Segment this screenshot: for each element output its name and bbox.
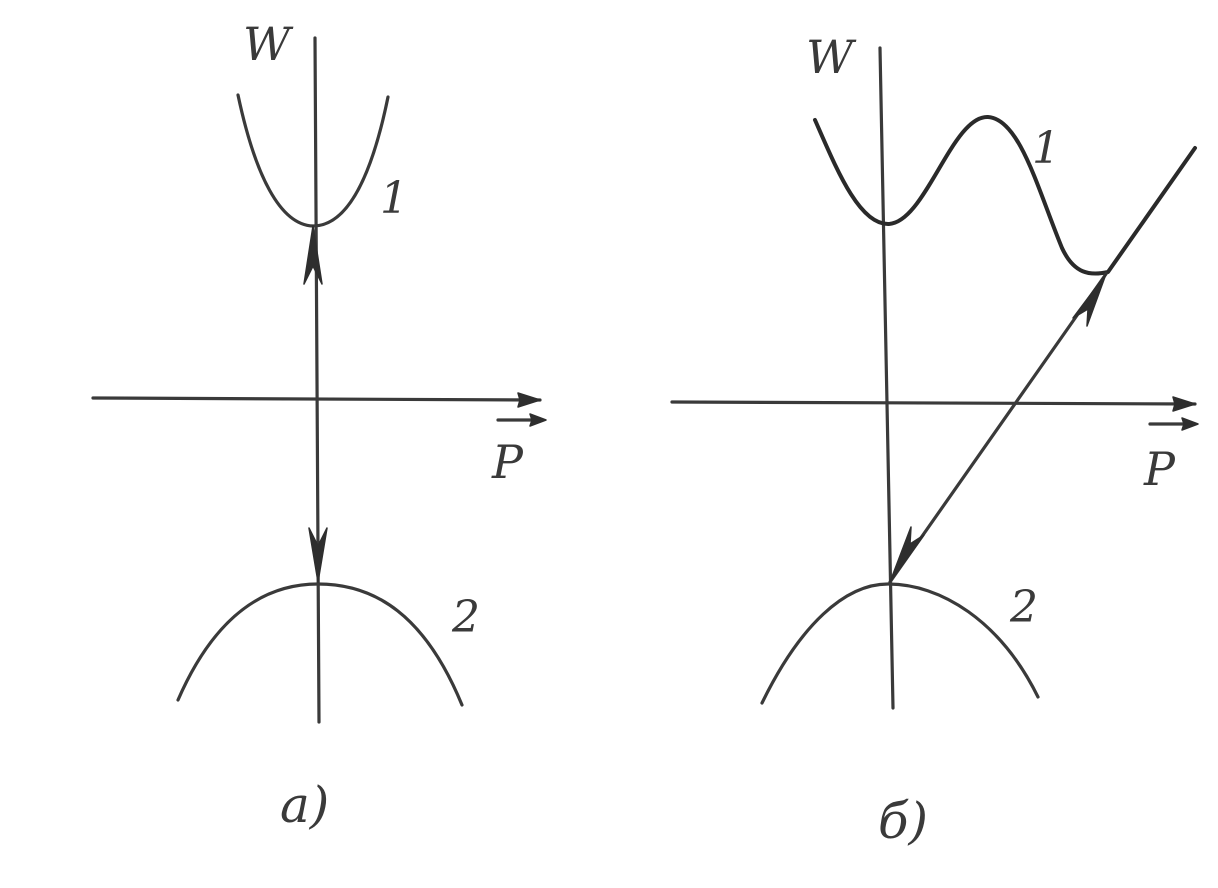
panel-b-up-arrowhead <box>1072 273 1107 327</box>
panel-a-p-vector-arrowhead <box>529 413 547 427</box>
panel-b-p-label: P <box>1143 442 1176 496</box>
panel-b-w-axis <box>878 46 895 710</box>
panel-a-down-arrowhead <box>308 527 328 583</box>
panel-b-band-2-label: 2 <box>1009 582 1038 633</box>
panel-b-band-2-curve <box>760 582 1040 705</box>
panel-b-band-1-curve <box>813 114 1197 276</box>
panel-a-up-arrowhead <box>303 225 323 285</box>
panel-a-w-axis <box>313 36 321 724</box>
panel-a-p-label: P <box>491 435 524 489</box>
panel-b-caption: б) <box>878 792 928 850</box>
panel-a-band-2-curve <box>176 582 464 707</box>
panel-a-caption: a) <box>280 776 329 834</box>
panel-a-band-1-label: 1 <box>380 173 408 224</box>
panel-b-w-label: W <box>806 30 857 84</box>
panel-b-p-axis-arrowhead <box>1172 396 1196 412</box>
panel-b-oblique-transition <box>888 272 1108 584</box>
panel-b-band-1-label: 1 <box>1032 123 1060 174</box>
panel-a-band-1-curve <box>236 93 390 228</box>
panel-b-down-arrowhead <box>889 526 925 583</box>
panel-b-p-axis <box>670 400 1197 406</box>
panel-a-p-axis-arrowhead <box>517 392 541 408</box>
panel-a-p-axis <box>91 396 542 402</box>
panel-a: W P 1 2 a) <box>91 17 547 834</box>
panel-a-band-2-label: 2 <box>451 592 480 643</box>
panel-a-w-label: W <box>243 17 294 71</box>
panel-b-p-vector-arrowhead <box>1181 417 1199 431</box>
panel-b: W P 1 2 б) <box>670 30 1199 850</box>
